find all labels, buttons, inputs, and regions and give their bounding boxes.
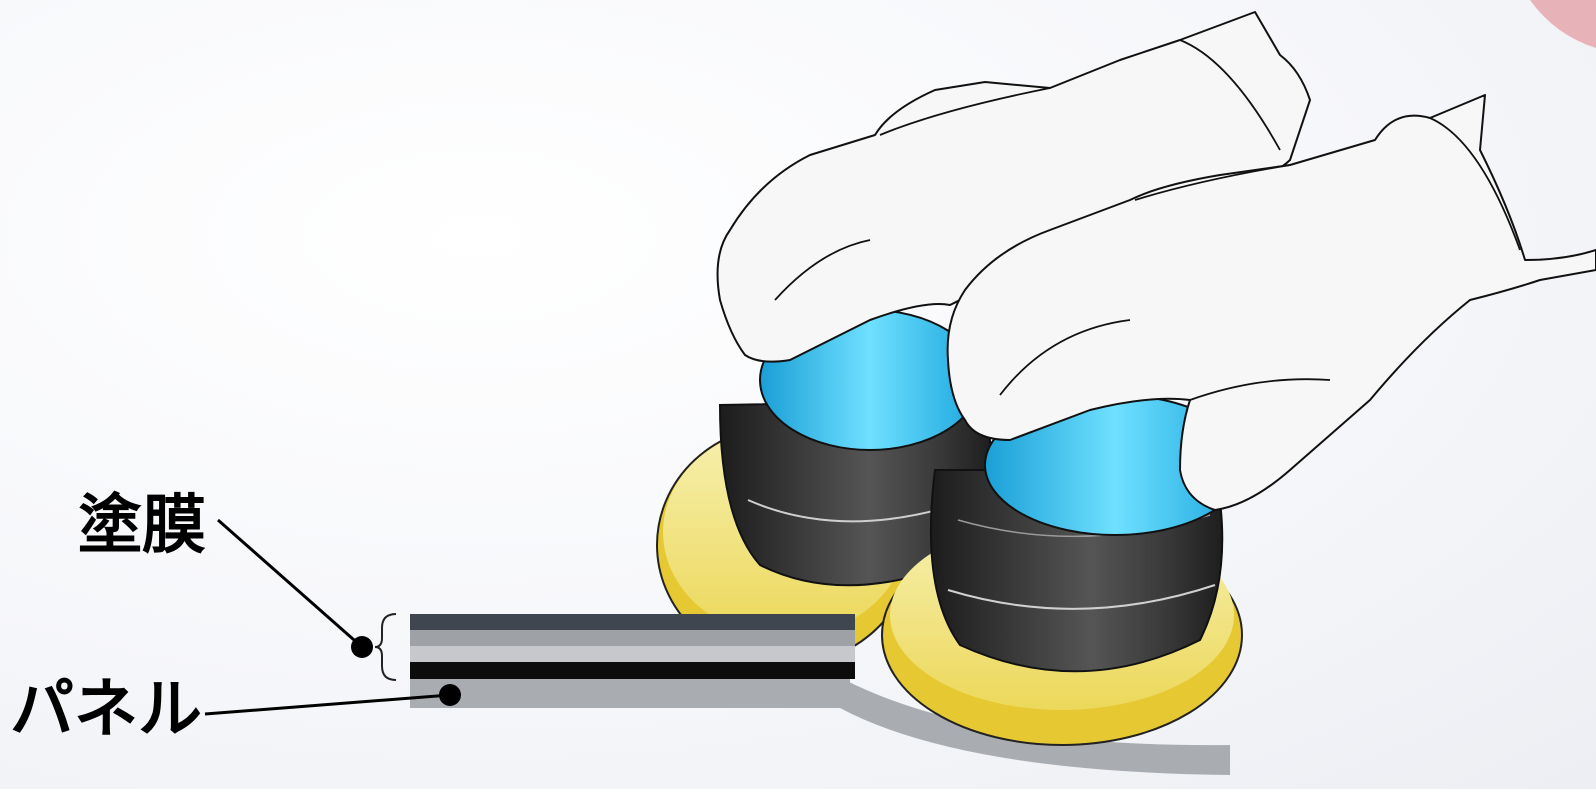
coating-label: 塗膜 (78, 494, 206, 558)
panel-label: パネル (10, 678, 202, 742)
panel-cross-section (410, 614, 855, 708)
coating-brace (375, 614, 396, 680)
clearcoat-layer-2 (410, 646, 855, 662)
primer-layer (410, 662, 855, 679)
topcoat-layer (410, 614, 855, 630)
panel-layer (410, 679, 850, 708)
clearcoat-layer-1 (410, 630, 855, 646)
panel-leader-dot (439, 684, 461, 706)
coating-leader-line (218, 520, 362, 647)
corner-accent (1530, 0, 1596, 48)
coating-leader-dot (351, 636, 373, 658)
